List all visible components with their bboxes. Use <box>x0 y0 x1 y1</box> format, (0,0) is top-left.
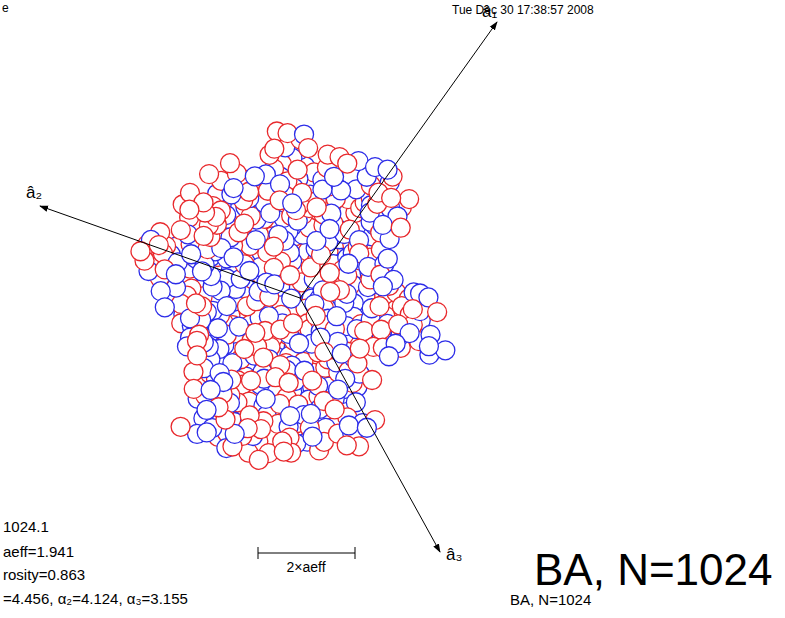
sphere <box>235 214 254 233</box>
sphere <box>194 226 213 245</box>
sphere <box>350 339 369 358</box>
scale-bar-line <box>258 553 355 554</box>
sphere <box>378 160 397 179</box>
axis-arrow <box>300 298 440 552</box>
sphere <box>403 300 422 319</box>
sphere <box>301 404 320 423</box>
sphere <box>327 307 346 326</box>
sphere <box>378 249 397 268</box>
sphere <box>264 237 283 256</box>
sphere <box>382 188 401 207</box>
axis-label: â₃ <box>446 546 462 565</box>
sphere <box>370 297 389 316</box>
scale-bar-label: 2×aeff <box>286 560 325 575</box>
sphere <box>184 379 203 398</box>
sphere <box>379 347 398 366</box>
sphere <box>284 314 303 333</box>
sphere <box>249 450 268 469</box>
sphere <box>339 254 358 273</box>
sphere <box>197 423 216 442</box>
sphere <box>321 282 340 301</box>
sphere <box>338 154 357 173</box>
sphere <box>166 265 185 284</box>
scale-bar <box>258 547 355 559</box>
sphere <box>290 334 309 353</box>
sphere <box>281 407 300 426</box>
sphere <box>303 427 322 446</box>
axis-arrow <box>40 206 300 298</box>
sphere <box>200 165 219 184</box>
sphere <box>241 371 260 390</box>
sphere <box>279 373 298 392</box>
sphere <box>288 160 307 179</box>
sphere <box>254 348 273 367</box>
sphere <box>373 277 392 296</box>
timestamp: Tue Dec 30 17:38:57 2008 <box>452 4 594 17</box>
effective-radius: aeff=1.941 <box>3 544 74 561</box>
sphere <box>224 248 243 267</box>
sphere <box>265 139 284 158</box>
sphere <box>193 262 212 281</box>
porosity: rosity=0.863 <box>3 567 85 584</box>
sphere <box>307 198 326 217</box>
target-name: 1024.1 <box>3 519 49 536</box>
sphere <box>171 221 190 240</box>
axis-label: â₂ <box>26 184 42 203</box>
sphere <box>180 200 199 219</box>
sphere <box>131 242 150 261</box>
sphere <box>188 346 207 365</box>
scale-bar-tick <box>258 547 259 559</box>
sphere <box>171 417 190 436</box>
sphere <box>235 339 254 358</box>
sphere <box>182 245 201 264</box>
sphere <box>281 266 300 285</box>
file-name-fragment: e <box>2 2 9 15</box>
sphere <box>428 303 447 322</box>
sphere <box>184 362 203 381</box>
sphere <box>419 337 438 356</box>
sphere <box>187 294 206 313</box>
sphere <box>224 179 243 198</box>
sphere <box>246 231 265 250</box>
sphere <box>357 418 376 437</box>
shape-parameters: =4.456, α₂=4.124, α₃=3.155 <box>3 591 188 608</box>
caption-tag: BA, N=1024 <box>510 592 591 609</box>
sphere <box>282 289 301 308</box>
sphere <box>208 319 227 338</box>
sphere <box>246 323 265 342</box>
sphere <box>155 298 174 317</box>
sphere <box>201 381 220 400</box>
axis-label: â₁ <box>482 3 497 22</box>
sphere <box>339 416 358 435</box>
axis-arrow <box>300 22 497 298</box>
sphere <box>149 236 168 255</box>
sphere <box>217 297 236 316</box>
sphere <box>306 306 325 325</box>
scale-bar-tick <box>355 547 356 559</box>
sphere <box>325 400 344 419</box>
sphere <box>400 190 419 209</box>
axis-arrows <box>40 22 497 552</box>
sphere <box>372 320 391 339</box>
sphere <box>363 371 382 390</box>
figure-title: BA, N=1024 <box>534 546 773 594</box>
sphere <box>221 154 240 173</box>
sphere <box>373 215 392 234</box>
sphere <box>315 343 334 362</box>
sphere <box>283 194 302 213</box>
sphere <box>197 400 216 419</box>
sphere <box>391 218 410 237</box>
sphere <box>329 380 348 399</box>
sphere <box>299 139 318 158</box>
sphere <box>320 220 339 239</box>
sphere <box>337 436 356 455</box>
sphere <box>256 389 275 408</box>
sphere <box>274 442 293 461</box>
sphere <box>245 167 264 186</box>
sphere <box>303 371 322 390</box>
